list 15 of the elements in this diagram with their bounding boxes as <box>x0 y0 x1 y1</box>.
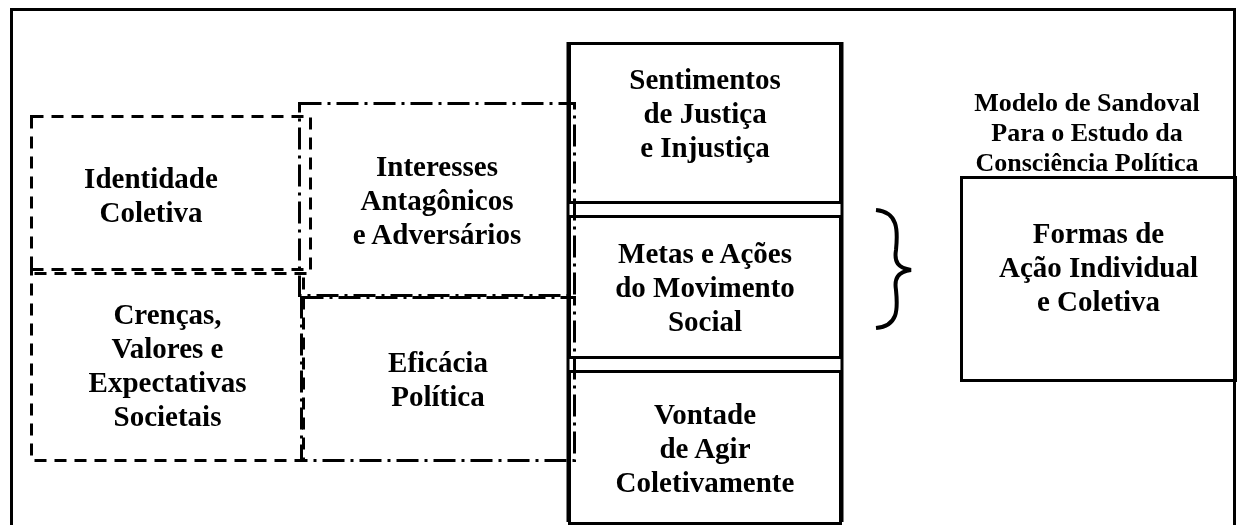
box-label: Eficácia Política <box>387 345 489 413</box>
box-label: Formas de Ação Individual e Coletiva <box>997 216 1199 318</box>
text-box <box>568 370 842 525</box>
box-label: Crenças, Valores e Expectativas Societais <box>87 297 248 433</box>
box-label: Vontade de Agir Coletivamente <box>614 396 796 499</box>
diagram-title: Modelo de Sandoval Para o Estudo da Consciência Política <box>973 88 1201 178</box>
dashed-box <box>30 115 312 275</box>
dashed-box <box>30 268 305 462</box>
box-label: Identidade Coletiva <box>83 161 219 229</box>
box-label: Metas e Ações do Movimento Social <box>614 236 796 338</box>
box-label: Interesses Antagônicos e Adversários <box>351 148 523 251</box>
text-box <box>568 215 842 359</box>
box-label: Sentimentos de Justiça e Injustiça <box>628 62 782 164</box>
text-box <box>568 42 842 204</box>
text-box <box>960 176 1237 382</box>
